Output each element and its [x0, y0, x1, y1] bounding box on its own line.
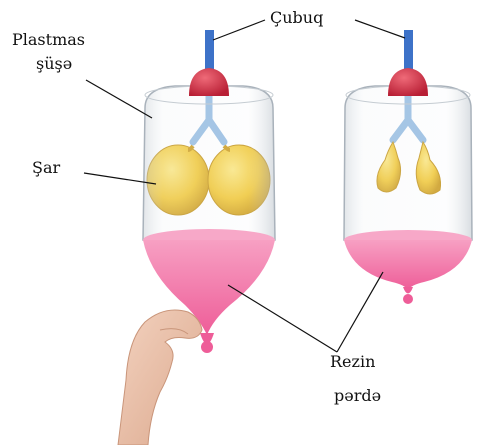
plastic-bottle-right [344, 86, 472, 240]
bottle-label-line2: şüşə [36, 54, 72, 74]
bottle-label-line1: Plastmas [12, 30, 85, 50]
leader-rod-left [213, 20, 265, 40]
left-model [118, 30, 275, 445]
leader-membrane-right [337, 272, 383, 352]
stopper-left [189, 68, 229, 96]
plastic-bottle-left [143, 86, 275, 240]
leader-rod-right [355, 20, 405, 38]
leader-bottle [86, 80, 152, 118]
membrane-label-line2: pərdə [334, 386, 381, 406]
rubber-membrane-right [344, 240, 472, 290]
stopper-right [388, 68, 428, 96]
membrane-label-line1: Rezin [330, 352, 375, 372]
right-model [344, 30, 472, 304]
rod-label: Çubuq [270, 8, 323, 28]
balloon-label: Şar [32, 158, 60, 178]
leader-membrane-left [228, 285, 337, 352]
hand [118, 310, 202, 445]
